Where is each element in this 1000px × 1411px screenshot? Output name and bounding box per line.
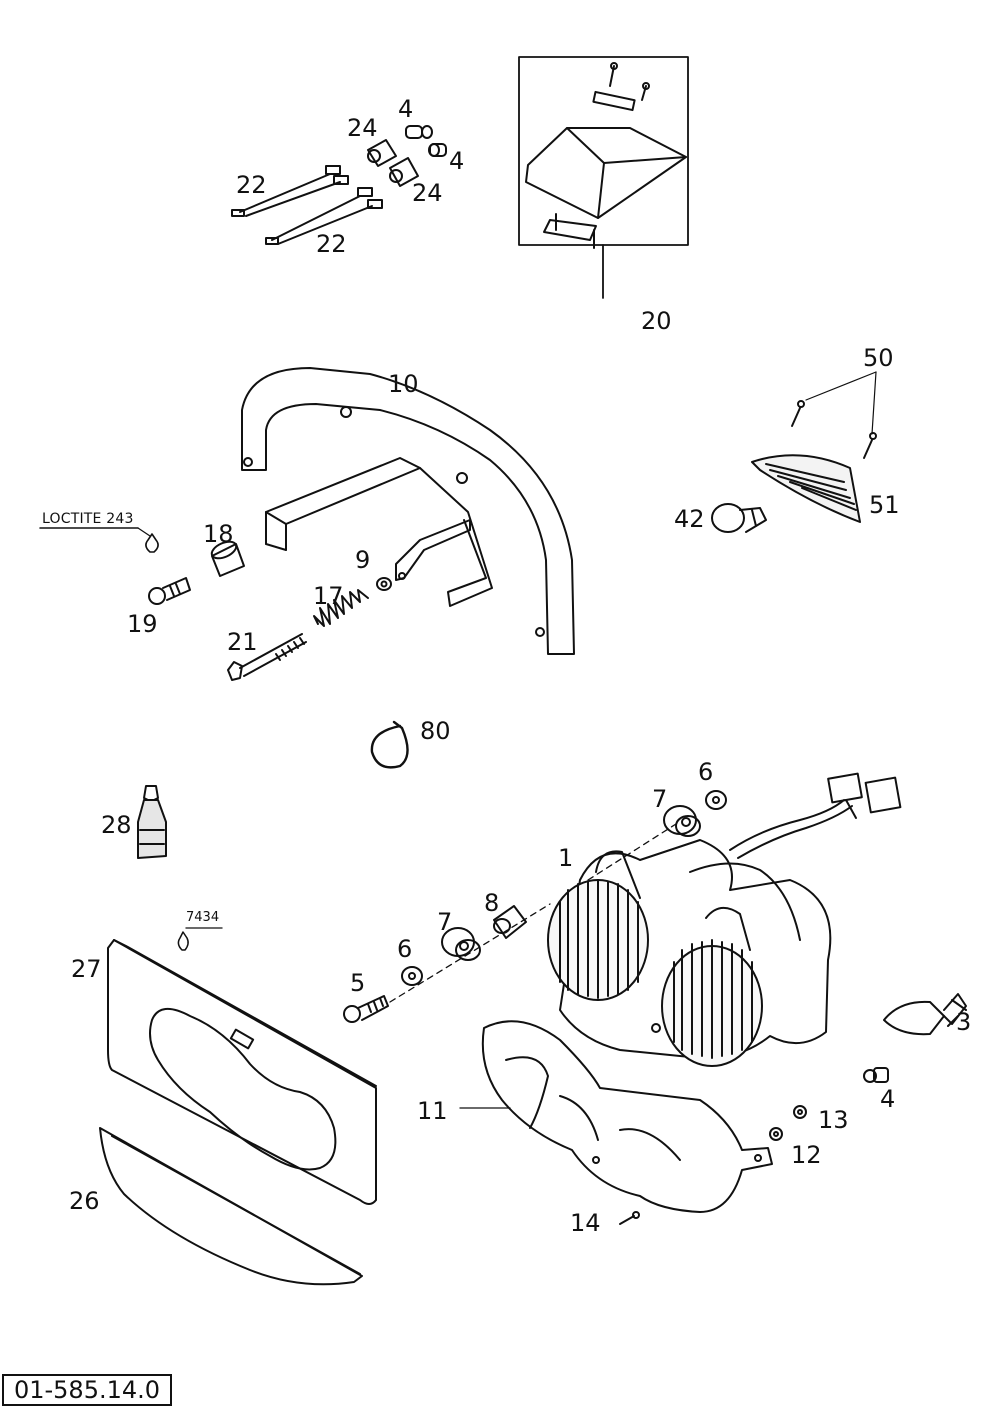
grommet-7-lower [441, 927, 481, 961]
callout-8: 8 [484, 889, 500, 917]
loctite-drop [145, 533, 159, 553]
callout-4-upper: 4 [398, 95, 414, 123]
callout-5: 5 [350, 969, 366, 997]
screw-50 [791, 371, 877, 459]
headlight-mask-20 [525, 62, 687, 249]
headlight-assembly-1 [547, 772, 902, 1067]
callout-42: 42 [674, 505, 705, 533]
callout-4-right: 4 [449, 147, 465, 175]
callout-11: 11 [417, 1097, 448, 1125]
callout-12: 12 [791, 1141, 822, 1169]
wire-harness-22-upper [231, 165, 349, 217]
callout-3: 3 [956, 1008, 972, 1036]
callout-50: 50 [863, 344, 894, 372]
bulb-socket-24-upper [367, 139, 397, 167]
headlight-bracket-10 [241, 367, 575, 655]
callout-1: 1 [558, 844, 574, 872]
callout-24-upper: 24 [347, 114, 378, 142]
wire-harness-22-lower [265, 187, 383, 245]
callout-28: 28 [101, 811, 132, 839]
callout-24-lower: 24 [412, 179, 443, 207]
callout-7-lower: 7 [437, 908, 453, 936]
callout-10: 10 [388, 370, 419, 398]
bolt-5 [343, 995, 389, 1023]
callout-51: 51 [869, 491, 900, 519]
washer-12 [769, 1127, 783, 1141]
screw-14 [619, 1211, 640, 1225]
spring-17 [313, 589, 369, 627]
sealant-bottle-28 [137, 785, 167, 859]
callout-26: 26 [69, 1187, 100, 1215]
document-code: 01-585.14.0 [2, 1374, 172, 1406]
grommet-7-upper [663, 805, 701, 837]
washer-6-lower [401, 966, 423, 986]
loctite-note: LOCTITE 243 [42, 511, 134, 527]
sealant-note: 7434 [186, 910, 220, 925]
callout-4-lower: 4 [880, 1085, 896, 1113]
callout-22-lower: 22 [316, 230, 347, 258]
callout-6-lower: 6 [397, 935, 413, 963]
bulb-socket-24-lower [389, 157, 419, 187]
callout-6-upper: 6 [698, 758, 714, 786]
number-plate-27 [107, 927, 377, 1205]
bulb-4-lower [428, 143, 447, 157]
lens-26 [99, 1127, 363, 1286]
bulb-42 [711, 503, 767, 533]
rubber-cover-11 [481, 1020, 773, 1213]
washer-9 [376, 577, 392, 591]
callout-17: 17 [313, 582, 344, 610]
nut-13 [793, 1105, 807, 1119]
bolt-19 [148, 577, 191, 605]
callout-9: 9 [355, 546, 371, 574]
callout-21: 21 [227, 628, 258, 656]
callout-20: 20 [641, 307, 672, 335]
washer-6-upper [705, 790, 727, 810]
tail-light-lens-51 [751, 454, 861, 523]
kit-box-20 [518, 56, 689, 246]
callout-7-upper: 7 [652, 785, 668, 813]
callout-19: 19 [127, 610, 158, 638]
callout-80: 80 [420, 717, 451, 745]
cable-tie-80 [370, 720, 409, 769]
callout-27: 27 [71, 955, 102, 983]
headlight-bulb-3 [883, 993, 967, 1036]
bulb-4-small [863, 1067, 889, 1083]
bolt-21 [227, 633, 307, 681]
bulb-4-upper [405, 125, 433, 139]
callout-13: 13 [818, 1106, 849, 1134]
callout-18: 18 [203, 520, 234, 548]
callout-14: 14 [570, 1209, 601, 1237]
callout-22-upper: 22 [236, 171, 267, 199]
spacer-18 [210, 540, 245, 577]
